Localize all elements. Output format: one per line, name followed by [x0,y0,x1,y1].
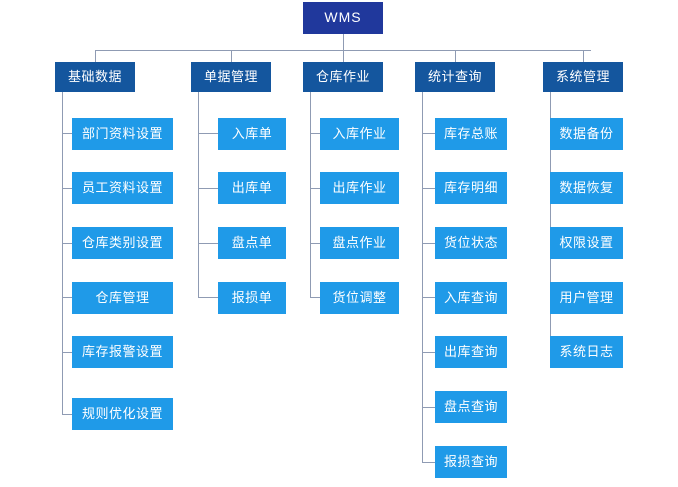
node-item-2-2[interactable]: 出库单 [218,172,286,204]
node-category-3[interactable]: 仓库作业 [303,62,383,92]
node-category-4[interactable]: 统计查询 [415,62,495,92]
connector-branch-3-1 [310,133,320,134]
node-category-2[interactable]: 单据管理 [191,62,271,92]
connector-branch-4-1 [422,133,435,134]
node-item-4-7[interactable]: 报损查询 [435,446,507,478]
node-item-1-6[interactable]: 规则优化设置 [72,398,173,430]
node-item-3-4[interactable]: 货位调整 [320,282,399,314]
node-item-4-4[interactable]: 入库查询 [435,282,507,314]
node-item-4-3[interactable]: 货位状态 [435,227,507,259]
node-item-3-1[interactable]: 入库作业 [320,118,399,150]
connector-branch-3-2 [310,188,320,189]
connector-branch-3-4 [310,297,320,298]
connector-branch-4-2 [422,188,435,189]
connector-branch-1-4 [62,297,72,298]
node-item-5-5[interactable]: 系统日志 [550,336,623,368]
connector-root-stem [343,34,344,50]
connector-branch-3-3 [310,243,320,244]
node-item-1-3[interactable]: 仓库类别设置 [72,227,173,259]
node-item-1-5[interactable]: 库存报警设置 [72,336,173,368]
node-item-5-1[interactable]: 数据备份 [550,118,623,150]
connector-spine-5 [550,92,551,352]
connector-spine-1 [62,92,63,414]
node-category-1[interactable]: 基础数据 [55,62,135,92]
connector-branch-1-2 [62,188,72,189]
node-item-1-4[interactable]: 仓库管理 [72,282,173,314]
connector-branch-4-6 [422,407,435,408]
node-item-5-2[interactable]: 数据恢复 [550,172,623,204]
connector-branch-1-6 [62,414,72,415]
connector-branch-4-4 [422,297,435,298]
connector-branch-2-4 [198,297,218,298]
connector-branch-2-3 [198,243,218,244]
node-item-4-6[interactable]: 盘点查询 [435,391,507,423]
connector-drop-1 [95,50,96,62]
node-root-wms[interactable]: WMS [303,2,383,34]
node-item-5-3[interactable]: 权限设置 [550,227,623,259]
connector-drop-4 [455,50,456,62]
node-item-2-1[interactable]: 入库单 [218,118,286,150]
connector-branch-2-2 [198,188,218,189]
node-item-2-4[interactable]: 报损单 [218,282,286,314]
connector-drop-5 [583,50,584,62]
node-item-3-3[interactable]: 盘点作业 [320,227,399,259]
connector-branch-2-1 [198,133,218,134]
connector-branch-1-5 [62,352,72,353]
node-item-2-3[interactable]: 盘点单 [218,227,286,259]
node-item-4-5[interactable]: 出库查询 [435,336,507,368]
node-item-3-2[interactable]: 出库作业 [320,172,399,204]
connector-drop-3 [343,50,344,62]
node-item-1-1[interactable]: 部门资料设置 [72,118,173,150]
node-category-5[interactable]: 系统管理 [543,62,623,92]
connector-branch-4-5 [422,352,435,353]
connector-spine-4 [422,92,423,462]
connector-branch-4-7 [422,462,435,463]
connector-branch-1-3 [62,243,72,244]
node-item-4-1[interactable]: 库存总账 [435,118,507,150]
connector-spine-2 [198,92,199,297]
node-item-1-2[interactable]: 员工资料设置 [72,172,173,204]
connector-drop-2 [231,50,232,62]
connector-branch-1-1 [62,133,72,134]
node-item-5-4[interactable]: 用户管理 [550,282,623,314]
node-item-4-2[interactable]: 库存明细 [435,172,507,204]
connector-branch-4-3 [422,243,435,244]
connector-spine-3 [310,92,311,297]
